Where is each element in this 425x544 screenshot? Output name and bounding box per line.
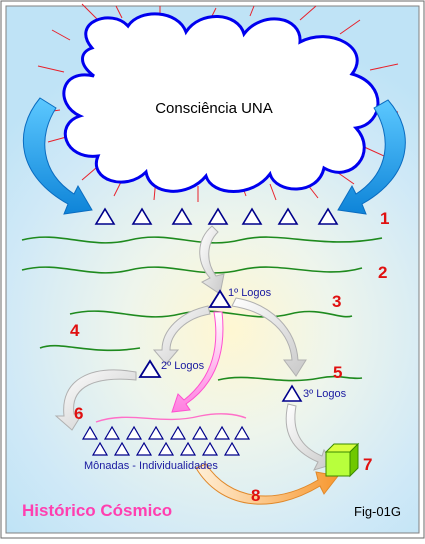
- green-cube-icon: [324, 442, 360, 478]
- triangle-icon: [94, 207, 116, 225]
- wave-lines: [21, 236, 383, 382]
- cloud-shape: [62, 12, 380, 193]
- triangle-icon: [213, 425, 231, 440]
- level-number-8: 8: [251, 486, 260, 505]
- triangle-icon: [179, 441, 197, 456]
- triangle-icon: [91, 441, 109, 456]
- triangle-icon: [157, 441, 175, 456]
- arrow-first-logos-to-monads: [171, 311, 224, 413]
- arrow-first-to-third-logos: [231, 297, 307, 377]
- triangle-icon: [191, 425, 209, 440]
- triangle-icon: [171, 207, 193, 225]
- triangle-icon: [147, 425, 165, 440]
- cloud-label: Consciência UNA: [155, 100, 273, 117]
- monad-boundary-line: [95, 413, 247, 423]
- arrow-first-to-second-logos: [152, 305, 211, 365]
- right-descent-arrow: [337, 99, 406, 215]
- first-logos-label: 1º Logos: [228, 287, 272, 299]
- level-number-5: 5: [333, 363, 342, 382]
- level-number-4: 4: [70, 321, 80, 340]
- triangle-icon: [233, 425, 251, 440]
- diagram-title: Histórico Cósmico: [22, 501, 172, 520]
- triangle-icon: [201, 441, 219, 456]
- arrow-second-logos-to-monads: [54, 369, 137, 431]
- triangle-icon: [103, 425, 121, 440]
- level-number-2: 2: [378, 263, 387, 282]
- triangle-icon: [277, 207, 299, 225]
- top-triangle-row: [94, 207, 339, 225]
- level-number-7: 7: [363, 455, 372, 474]
- level-number-1: 1: [380, 209, 389, 228]
- triangle-icon: [207, 207, 229, 225]
- logos-labels: 1º Logos 2º Logos 3º Logos: [161, 287, 347, 400]
- left-descent-arrow: [22, 97, 93, 215]
- figure-code: Fig-01G: [354, 504, 401, 519]
- monads-label: Mônadas - Individualidades: [84, 460, 218, 472]
- second-logos-triangle-icon: [138, 359, 162, 378]
- triangle-icon: [241, 207, 263, 225]
- level-number-6: 6: [74, 404, 83, 423]
- triangle-icon: [223, 441, 241, 456]
- level-number-3: 3: [332, 292, 341, 311]
- third-logos-triangle-icon: [281, 384, 303, 402]
- monad-triangles: [81, 425, 251, 456]
- first-logos-triangle-icon: [208, 289, 232, 308]
- third-logos-label: 3º Logos: [303, 388, 347, 400]
- second-logos-label: 2º Logos: [161, 360, 205, 372]
- triangle-icon: [125, 425, 143, 440]
- triangle-icon: [81, 425, 99, 440]
- triangle-icon: [135, 441, 153, 456]
- level-numbers: 1 2 3 4 5 6 7 8: [70, 209, 389, 505]
- triangle-icon: [169, 425, 187, 440]
- triangle-icon: [317, 207, 339, 225]
- triangle-icon: [131, 207, 153, 225]
- triangle-icon: [113, 441, 131, 456]
